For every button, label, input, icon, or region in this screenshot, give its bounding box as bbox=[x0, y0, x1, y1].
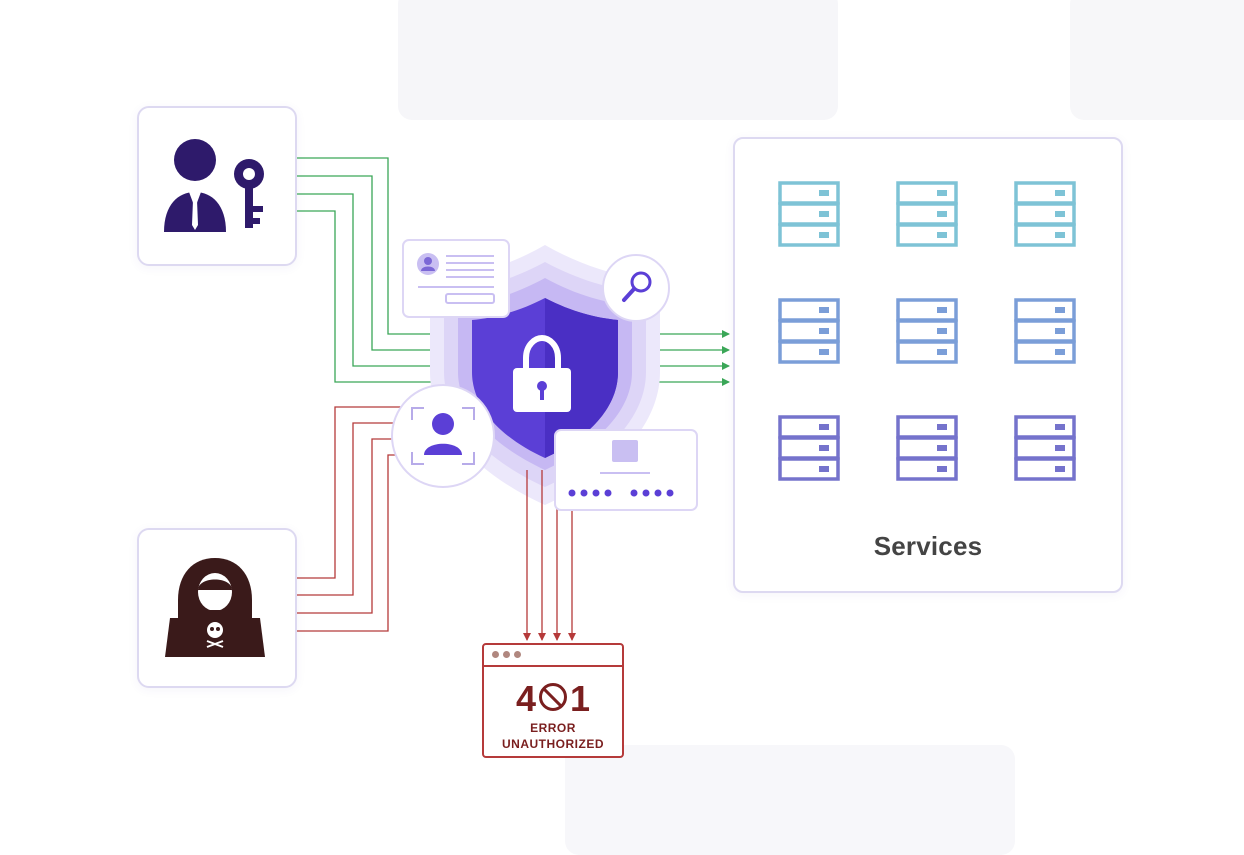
server-rack-icon bbox=[778, 181, 840, 247]
background-block bbox=[1070, 0, 1244, 120]
server-rack-icon bbox=[896, 181, 958, 247]
error-code-right: 1 bbox=[570, 678, 591, 720]
services-label: Services bbox=[873, 531, 983, 561]
id-card-icon bbox=[402, 239, 510, 318]
password-card-icon bbox=[554, 429, 698, 511]
server-rack-icon bbox=[896, 415, 958, 481]
background-block bbox=[565, 745, 1015, 855]
error-title: ERROR bbox=[530, 721, 576, 735]
background-block bbox=[398, 0, 838, 120]
server-rack-icon bbox=[1014, 181, 1076, 247]
server-rack-icon bbox=[778, 298, 840, 364]
server-rack-icon bbox=[1014, 415, 1076, 481]
hooded-hacker-laptop-icon bbox=[165, 558, 265, 657]
user-with-key-icon bbox=[164, 139, 264, 232]
error-subtitle: UNAUTHORIZED bbox=[502, 737, 604, 751]
server-rack-icon bbox=[1014, 298, 1076, 364]
server-rack-icon bbox=[896, 298, 958, 364]
server-grid bbox=[778, 181, 1076, 481]
error-code-left: 4 bbox=[515, 678, 536, 720]
authorized-connection-lines bbox=[297, 157, 470, 383]
window-dot bbox=[503, 651, 510, 658]
prohibited-icon bbox=[539, 683, 567, 712]
face-scan-icon bbox=[391, 384, 495, 488]
window-dot bbox=[514, 651, 521, 658]
server-rack-icon bbox=[778, 415, 840, 481]
magnifier-icon bbox=[602, 254, 670, 322]
window-title-bar bbox=[484, 645, 622, 667]
authorized-user-card bbox=[137, 106, 297, 266]
shield-lock-icon bbox=[472, 298, 618, 458]
window-dot bbox=[492, 651, 499, 658]
